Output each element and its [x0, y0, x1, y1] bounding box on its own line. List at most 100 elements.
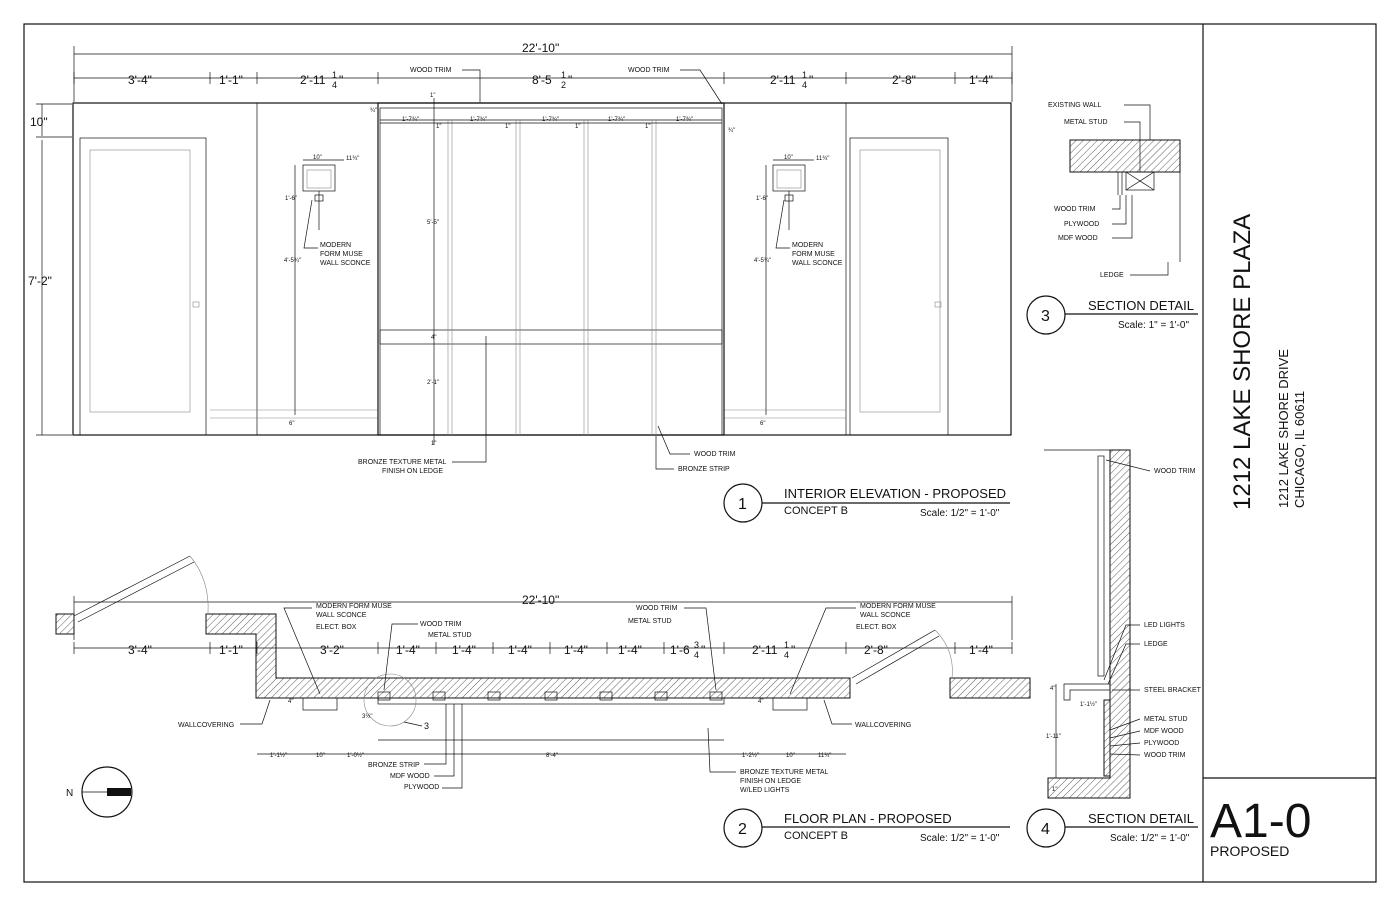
elev-note-sconce-r-2: FORM MUSE [792, 251, 835, 258]
svg-text:¾": ¾" [728, 128, 735, 134]
elev-view-title: INTERIOR ELEVATION - PROPOSED [784, 486, 1006, 501]
elev-height-top: 10" [30, 115, 48, 129]
svg-text:4'-5¾": 4'-5¾" [754, 258, 771, 264]
elev-s10-l: 10" [313, 155, 322, 161]
svg-text:1": 1" [431, 441, 436, 447]
elev-one-inch-b: 1" [430, 93, 435, 99]
floor-plan: 22'-10" 3'-4" 1'-1" 3'-2" 1'-4" 1'-4" 1'… [55, 555, 1031, 818]
s3-note-plywood: PLYWOOD [1064, 221, 1099, 228]
elev-height-main: 7'-2" [28, 274, 52, 288]
svg-text:¾": ¾" [370, 108, 377, 114]
plan-metal-stud-l: METAL STUD [428, 632, 472, 639]
svg-text:1'-1½": 1'-1½" [270, 752, 287, 759]
svg-text:1": 1" [645, 124, 650, 130]
plan-bdim-2: 10" [316, 753, 325, 759]
s4-note-wood-trim-top: WOOD TRIM [1154, 468, 1196, 475]
svg-text:": " [701, 643, 705, 657]
elev-note-wood-trim-c: WOOD TRIM [694, 451, 736, 458]
s3-view-scale: Scale: 1" = 1'-0" [1118, 320, 1189, 331]
plan-sconce-l-3: ELECT. BOX [316, 624, 357, 631]
elev-dim-4: 8'-5 [532, 73, 552, 87]
plan-dim-7: 1'-4" [564, 643, 588, 657]
north-label: N [66, 788, 73, 799]
svg-text:1: 1 [802, 70, 807, 80]
plan-detail-tag: 3 [424, 721, 429, 731]
elev-view-scale: Scale: 1/2" = 1'-0" [920, 508, 1000, 519]
elev-note-wood-trim-b: WOOD TRIM [628, 67, 670, 74]
plan-dim-3: 3'-2" [320, 643, 344, 657]
s4-note-metal-stud: METAL STUD [1144, 716, 1188, 723]
plan-dim-6: 1'-4" [508, 643, 532, 657]
plan-dim-1: 3'-4" [128, 643, 152, 657]
plan-dim-12: 1'-4" [969, 643, 993, 657]
plan-sconce-r-2: WALL SCONCE [860, 612, 911, 619]
svg-text:4'-5¾": 4'-5¾" [284, 258, 301, 264]
plan-dim-4: 1'-4" [396, 643, 420, 657]
elevation-overall-dim: 22'-10" [522, 41, 559, 55]
s4-note-led: LED LIGHTS [1144, 622, 1185, 629]
plan-sconce-l-1: MODERN FORM MUSE [316, 603, 392, 610]
svg-text:6": 6" [289, 421, 294, 427]
svg-text:3½": 3½" [362, 713, 372, 720]
svg-text:1'-2½": 1'-2½" [742, 752, 759, 759]
elev-sconce-right: 10" 11¾" 1'-6" 4'-5¾" 6" [754, 155, 829, 427]
svg-text:1'-7¾": 1'-7¾" [608, 117, 625, 123]
sheet-status: PROPOSED [1210, 843, 1289, 859]
elev-dim-5: 2'-11 [770, 73, 796, 87]
plan-sconce-r-3: ELECT. BOX [856, 624, 897, 631]
elev-one-inch-a: 1" [436, 124, 441, 130]
plan-small-4a: 4" [288, 699, 293, 705]
elev-note-sconce-l-3: WALL SCONCE [320, 260, 371, 267]
svg-text:1: 1 [561, 70, 566, 80]
plan-wood-trim-r: WOOD TRIM [636, 605, 678, 612]
section-detail-3: EXISTING WALL METAL STUD WOOD TRIM PLYWO… [1048, 102, 1181, 279]
svg-text:2: 2 [561, 80, 566, 90]
elev-note-sconce-l-1: MODERN [320, 242, 351, 249]
s4-view-scale: Scale: 1/2" = 1'-0" [1110, 833, 1190, 844]
svg-text:3: 3 [694, 640, 699, 650]
view-title-elevation: 1 INTERIOR ELEVATION - PROPOSED CONCEPT … [723, 483, 1010, 523]
plan-bronze-1: BRONZE TEXTURE METAL [740, 769, 829, 776]
elev-dim-3: 2'-11 [300, 73, 326, 87]
elev-s16-l: 1'-6" [285, 196, 297, 202]
svg-text:1: 1 [332, 70, 337, 80]
svg-text:6": 6" [760, 421, 765, 427]
elev-note-sconce-r-1: MODERN [792, 242, 823, 249]
plan-dim-10: 2'-11 [752, 643, 778, 657]
plan-dim-8: 1'-4" [618, 643, 642, 657]
view-title-plan: 2 FLOOR PLAN - PROPOSED CONCEPT B Scale:… [723, 808, 1010, 848]
plan-view-title: FLOOR PLAN - PROPOSED [784, 811, 952, 826]
address-line-1: 1212 LAKE SHORE DRIVE [1276, 349, 1291, 508]
plan-bdim-6: 10" [786, 753, 795, 759]
s3-view-number: 3 [1041, 308, 1050, 325]
plan-bl-2: MDF WOOD [390, 773, 430, 780]
s4-dim-1: 1" [1052, 787, 1057, 793]
plan-view-number: 2 [738, 821, 747, 838]
svg-text:4: 4 [332, 80, 337, 90]
svg-text:1'-7¾": 1'-7¾" [470, 117, 487, 123]
s4-dim-111: 1'-11" [1046, 734, 1061, 740]
elev-view-number: 1 [738, 496, 747, 513]
svg-text:1'-7¾": 1'-7¾" [542, 117, 559, 123]
svg-text:": " [568, 73, 572, 87]
elev-dim-7: 1'-4" [969, 73, 993, 87]
elev-dim-1: 3'-4" [128, 73, 152, 87]
s3-note-existing-wall: EXISTING WALL [1048, 102, 1102, 109]
plan-bl-1: BRONZE STRIP [368, 762, 420, 769]
north-arrow: N [66, 766, 133, 818]
svg-text:1'-7¾": 1'-7¾" [676, 117, 693, 123]
s4-note-mdf: MDF WOOD [1144, 728, 1184, 735]
elev-note-wood-trim-a: WOOD TRIM [410, 67, 452, 74]
svg-text:10": 10" [784, 155, 793, 161]
elev-dim-2: 1'-1" [219, 73, 243, 87]
svg-text:4: 4 [802, 80, 807, 90]
s4-view-title: SECTION DETAIL [1088, 811, 1194, 826]
view-title-section-4: 4 SECTION DETAIL Scale: 1/2" = 1'-0" [1026, 808, 1198, 848]
s4-note-ledge: LEDGE [1144, 641, 1168, 648]
plan-sconce-r-1: MODERN FORM MUSE [860, 603, 936, 610]
elev-sconce-left: 10" 11¾" 1'-6" 4'-5¾" 6" [284, 155, 359, 427]
sheet-number: A1-0 [1210, 795, 1311, 848]
s4-note-wood-trim-bot: WOOD TRIM [1144, 752, 1186, 759]
svg-text:1": 1" [575, 124, 580, 130]
